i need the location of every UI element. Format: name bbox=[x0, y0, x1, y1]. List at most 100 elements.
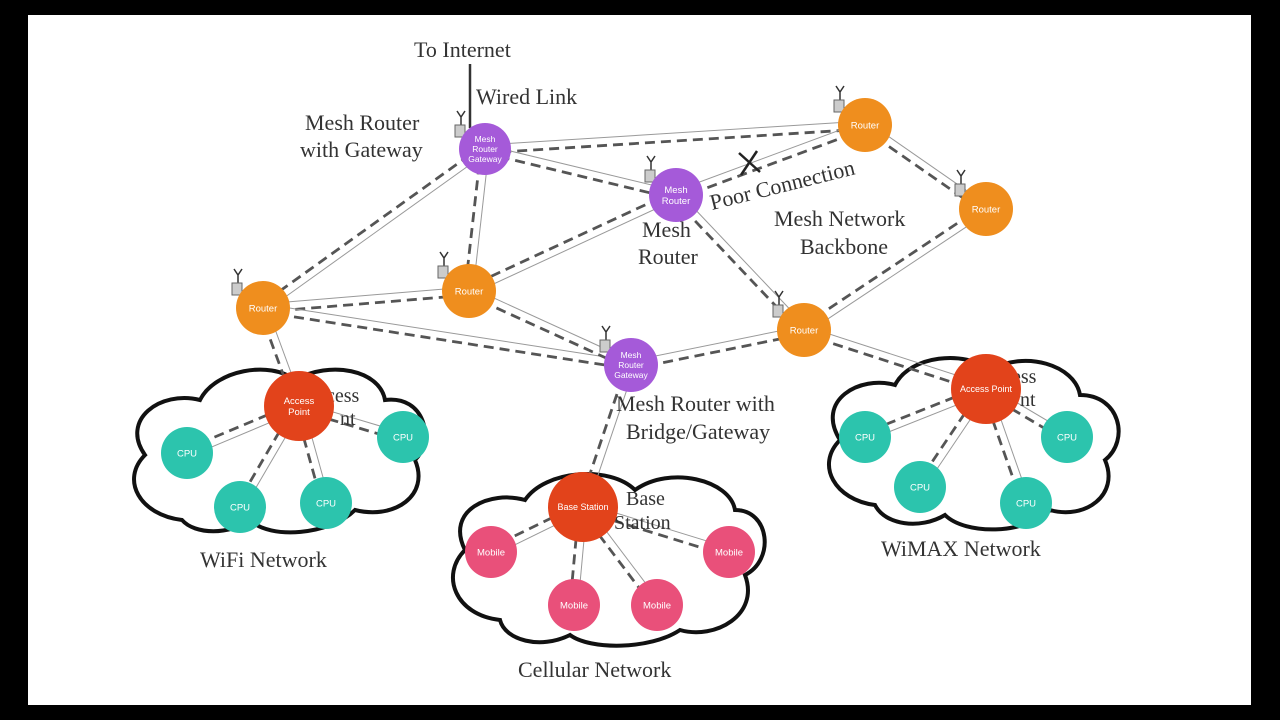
mobile-3-circle bbox=[548, 579, 600, 631]
mobile-1-label: Mobile bbox=[477, 547, 505, 558]
mobile-4-circle bbox=[631, 579, 683, 631]
router-top-right[interactable]: Router bbox=[838, 98, 892, 152]
router-top-right-circle bbox=[838, 98, 892, 152]
wimax-cpu-1-label: CPU bbox=[855, 432, 875, 443]
network-diagram: To Internet Wired Link Mesh Router with … bbox=[132, 37, 1121, 682]
wireless-link-rLeft-rMid bbox=[263, 293, 470, 314]
link-line-mr-rMidR bbox=[678, 191, 808, 328]
mesh-router-circle bbox=[649, 168, 703, 222]
label-backbone-line2: Backbone bbox=[800, 234, 888, 259]
router-left[interactable]: Router bbox=[236, 281, 290, 335]
antenna-icon bbox=[454, 110, 466, 138]
label-wimax-network: WiMAX Network bbox=[881, 536, 1041, 561]
wifi-cpu-4-label: CPU bbox=[316, 498, 336, 509]
diagram-canvas: To Internet Wired Link Mesh Router with … bbox=[28, 15, 1251, 705]
label-wifi-ap-bg-1: cess bbox=[326, 385, 360, 407]
antennas bbox=[231, 85, 966, 353]
wimax-cpu-2-circle bbox=[1041, 411, 1093, 463]
label-mesh-router-line2: Router bbox=[638, 244, 699, 269]
antenna-icon bbox=[231, 268, 243, 296]
wimax-cpu-4[interactable]: CPU bbox=[1000, 477, 1052, 529]
mobile-4[interactable]: Mobile bbox=[631, 579, 683, 631]
link-line-rLeft-rMid bbox=[262, 286, 469, 305]
mobile-2[interactable]: Mobile bbox=[703, 526, 755, 578]
link-line-gw-rLeft bbox=[265, 151, 488, 312]
mesh-router-gateway-circle bbox=[459, 123, 511, 175]
mesh-router-bridge-label: Router bbox=[618, 360, 644, 370]
wifi-access-point-circle bbox=[264, 371, 334, 441]
base-station[interactable]: Base Station bbox=[548, 472, 618, 542]
base-station-label: Base Station bbox=[557, 502, 608, 512]
broken-link-x-icon bbox=[738, 150, 761, 176]
wireless-link-rLeft-bridge bbox=[262, 310, 631, 371]
wireless-link-rRight-rMidR bbox=[801, 204, 985, 328]
wifi-cpu-3-circle bbox=[214, 481, 266, 533]
wireless-link-rMid-bridge bbox=[466, 293, 630, 370]
wifi-access-point-label: Point bbox=[288, 407, 310, 418]
mobile-3[interactable]: Mobile bbox=[548, 579, 600, 631]
mesh-router-bridge-circle bbox=[604, 338, 658, 392]
wimax-cpu-4-label: CPU bbox=[1016, 498, 1036, 509]
label-bridge-line1: Mesh Router with bbox=[616, 391, 775, 416]
wifi-cpu-4-circle bbox=[300, 477, 352, 529]
label-bridge-line2: Bridge/Gateway bbox=[626, 419, 770, 444]
cellular-cloud bbox=[450, 472, 767, 648]
wimax-access-point[interactable]: Access Point bbox=[951, 354, 1021, 424]
router-left-label: Router bbox=[249, 303, 278, 314]
router-right[interactable]: Router bbox=[959, 182, 1013, 236]
mobile-2-circle bbox=[703, 526, 755, 578]
mesh-router-label: Mesh bbox=[664, 185, 687, 196]
nodes: MeshRouterGatewayMeshRouterRouterRouterR… bbox=[161, 98, 1093, 631]
link-line-rLeft-bridge bbox=[263, 303, 632, 362]
label-to-internet: To Internet bbox=[414, 37, 511, 62]
mobile-3-label: Mobile bbox=[560, 600, 588, 611]
link-line-mr-rTop bbox=[674, 120, 864, 192]
mobile-2-label: Mobile bbox=[715, 547, 743, 558]
wireless-link-mr-rTop bbox=[676, 127, 867, 201]
wimax-cpu-2[interactable]: CPU bbox=[1041, 411, 1093, 463]
mobile-4-label: Mobile bbox=[643, 600, 671, 611]
wimax-cpu-4-circle bbox=[1000, 477, 1052, 529]
wifi-cpu-2-label: CPU bbox=[393, 432, 413, 443]
antenna-icon bbox=[599, 325, 611, 353]
router-center-right-label: Router bbox=[790, 325, 819, 336]
router-center-right-circle bbox=[777, 303, 831, 357]
label-cellular-network: Cellular Network bbox=[518, 657, 671, 682]
mobile-1[interactable]: Mobile bbox=[465, 526, 517, 578]
wimax-access-point-circle bbox=[951, 354, 1021, 424]
mesh-router-bridge-label: Mesh bbox=[621, 350, 642, 360]
wimax-cpu-1-circle bbox=[839, 411, 891, 463]
wireless-link-mr-rMid bbox=[466, 190, 675, 289]
wimax-cpu-3[interactable]: CPU bbox=[894, 461, 946, 513]
wifi-cpu-1[interactable]: CPU bbox=[161, 427, 213, 479]
wifi-cpu-1-label: CPU bbox=[177, 448, 197, 459]
router-center[interactable]: Router bbox=[442, 264, 496, 318]
mesh-router-bridge-label: Gateway bbox=[614, 370, 648, 380]
router-center-right[interactable]: Router bbox=[777, 303, 831, 357]
router-center-label: Router bbox=[455, 286, 484, 297]
label-wifi-network: WiFi Network bbox=[200, 547, 327, 572]
router-right-circle bbox=[959, 182, 1013, 236]
mobile-1-circle bbox=[465, 526, 517, 578]
wifi-access-point-label: Access bbox=[284, 396, 315, 407]
wifi-cpu-2[interactable]: CPU bbox=[377, 411, 429, 463]
mesh-router-gateway-label: Router bbox=[472, 144, 498, 154]
mesh-router-gateway-label: Gateway bbox=[468, 154, 502, 164]
label-mesh-router-line1: Mesh bbox=[642, 217, 691, 242]
label-wifi-ap-bg-2: nt bbox=[340, 408, 356, 430]
mesh-router-gateway-label: Mesh bbox=[475, 134, 496, 144]
label-gateway-line1: Mesh Router bbox=[305, 110, 420, 135]
wimax-access-point-label: Access Point bbox=[960, 384, 1013, 394]
wimax-cpu-1[interactable]: CPU bbox=[839, 411, 891, 463]
wireless-link-bridge-rMidR bbox=[631, 332, 806, 371]
antenna-icon bbox=[772, 290, 784, 318]
wifi-cpu-4[interactable]: CPU bbox=[300, 477, 352, 529]
wifi-cpu-3[interactable]: CPU bbox=[214, 481, 266, 533]
antenna-icon bbox=[833, 85, 845, 113]
wifi-cpu-2-circle bbox=[377, 411, 429, 463]
antenna-icon bbox=[437, 251, 449, 279]
